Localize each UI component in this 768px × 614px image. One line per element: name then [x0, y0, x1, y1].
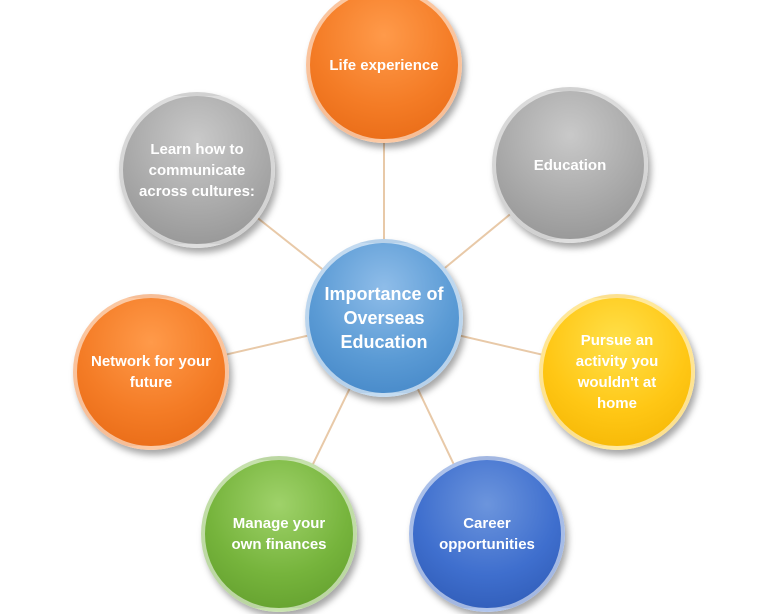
- node-education-label: Education: [533, 156, 607, 174]
- node-communicate-cultures: Learn how to communicate across cultures…: [119, 92, 275, 248]
- node-manage-finances: Manage your own finances: [201, 456, 357, 612]
- node-pursue-activity-label: Pursue an activity you wouldn't at home: [575, 332, 659, 412]
- node-education: Education: [492, 87, 648, 243]
- node-life-experience-label: Life experience: [329, 56, 439, 74]
- node-life-experience: Life experience: [306, 0, 462, 143]
- node-career-opportunities: Career opportunities: [409, 456, 565, 612]
- node-communicate-cultures-label: Learn how to communicate across cultures…: [139, 140, 255, 200]
- node-career-opportunities-label: Career opportunities: [439, 515, 535, 553]
- node-network-future: Network for your future: [73, 294, 229, 450]
- node-manage-finances-label: Manage your own finances: [231, 515, 327, 553]
- node-center-importance: Importance of Overseas Education: [305, 239, 463, 397]
- node-pursue-activity: Pursue an activity you wouldn't at home: [539, 294, 695, 450]
- node-network-future-label: Network for your future: [91, 353, 212, 391]
- node-center-label: Importance of Overseas Education: [324, 283, 444, 353]
